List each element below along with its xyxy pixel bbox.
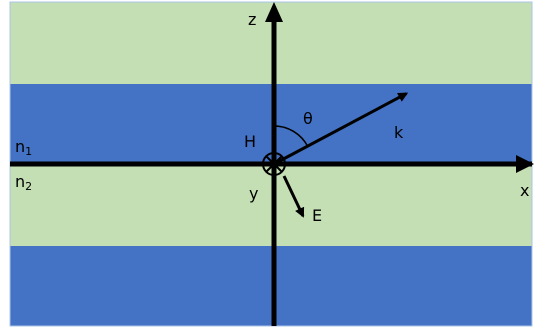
x-axis-label: x (520, 181, 529, 200)
theta-label: θ (303, 109, 313, 128)
n2-label-base: n (15, 172, 25, 191)
k-vector-label: k (394, 123, 404, 142)
h-field-label: H (244, 132, 256, 151)
theta-angle-arc (273, 125, 309, 147)
n1-label-subscript: 1 (25, 145, 32, 158)
z-axis-label: z (248, 10, 256, 29)
z-axis-arrowhead (265, 2, 283, 22)
e-field-label: E (312, 206, 322, 225)
n2-label: n2 (15, 172, 32, 193)
k-vector-arrow (273, 92, 409, 166)
blue-layer-core (10, 84, 532, 164)
y-axis-label: y (249, 184, 258, 203)
n2-label-subscript: 2 (25, 180, 32, 193)
blue-layer-bottom (10, 246, 532, 326)
into-page-circle-cross-icon (262, 152, 286, 176)
n1-label-base: n (15, 137, 25, 156)
green-layer-lower (10, 164, 532, 246)
x-axis-arrowhead (516, 155, 534, 173)
e-field-arrow (282, 175, 305, 218)
n1-label: n1 (15, 137, 32, 158)
